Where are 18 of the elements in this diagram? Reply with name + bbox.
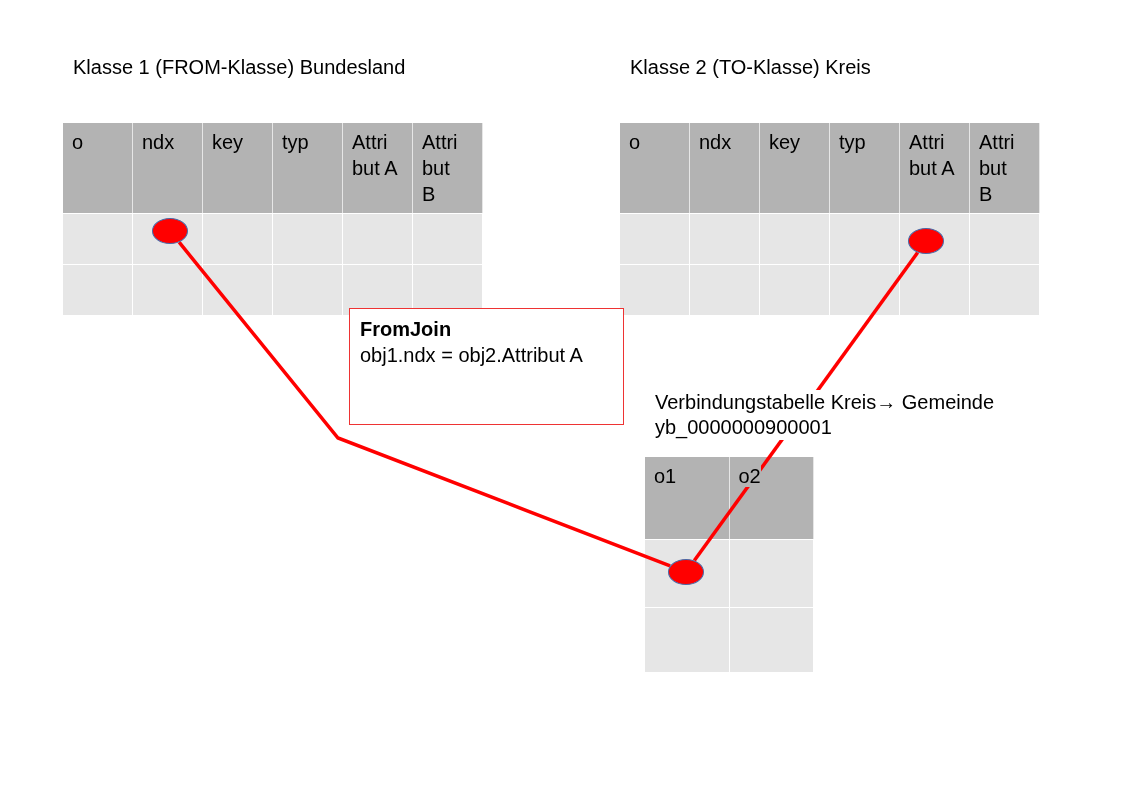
column-header: key: [760, 123, 830, 213]
column-header: Attribut A: [343, 123, 413, 213]
column-header: typ: [830, 123, 900, 213]
column-header: o: [63, 123, 133, 213]
column-header: key: [203, 123, 273, 213]
column-header: Attribut B: [413, 123, 483, 213]
column-header: ndx: [133, 123, 203, 213]
join-box: [349, 308, 624, 425]
column-header: o1: [645, 457, 730, 539]
column-header: Attribut A: [900, 123, 970, 213]
join-condition: obj1.ndx = obj2.Attribut A: [360, 343, 584, 368]
column-header: typ: [273, 123, 343, 213]
join-title: FromJoin: [360, 317, 453, 342]
column-header: o: [620, 123, 690, 213]
column-header: o2: [729, 457, 814, 539]
connector-line: [177, 241, 671, 568]
column-header: ndx: [690, 123, 760, 213]
column-header: Attribut B: [970, 123, 1040, 213]
